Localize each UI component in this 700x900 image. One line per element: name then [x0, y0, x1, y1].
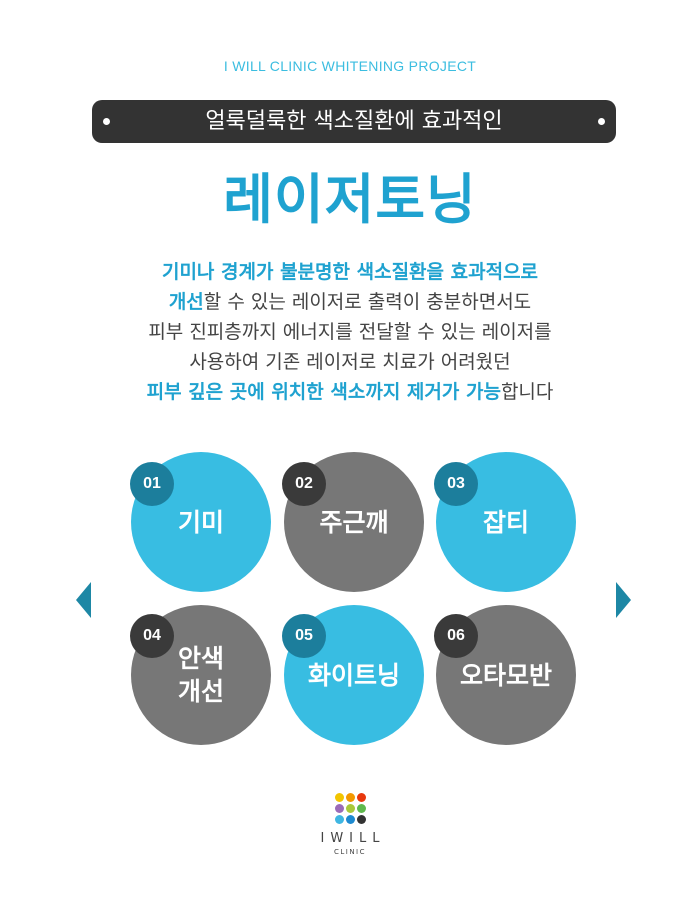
logo-dot [334, 804, 344, 813]
description: 기미나 경계가 불분명한 색소질환을 효과적으로 개선할 수 있는 레이저로 출… [0, 257, 700, 407]
pill-dot-left [103, 118, 110, 125]
desc-text-5: 합니다 [500, 381, 554, 403]
desc-highlight-5: 피부 깊은 곳에 위치한 색소까지 제거가 가능 [146, 381, 501, 403]
logo-dots-icon [334, 793, 366, 824]
desc-highlight-1: 기미나 경계가 불분명한 색소질환을 효과적으로 [161, 261, 539, 283]
desc-line-5: 피부 깊은 곳에 위치한 색소까지 제거가 가능합니다 [0, 377, 700, 407]
desc-line-2: 개선할 수 있는 레이저로 출력이 충분하면서도 [0, 287, 700, 317]
clinic-logo: IWILL CLINIC [0, 793, 700, 856]
logo-dot [345, 804, 355, 813]
project-label: I WILL CLINIC WHITENING PROJECT [223, 58, 477, 74]
pill-dot-right [598, 118, 605, 125]
circle-label-1: 기미 [177, 507, 224, 537]
next-arrow-icon[interactable] [616, 582, 631, 618]
desc-line-4: 사용하여 기존 레이저로 치료가 어려웠던 [189, 351, 511, 373]
circle-label-3: 잡티 [482, 507, 529, 537]
logo-dot [334, 815, 344, 824]
desc-line-1: 기미나 경계가 불분명한 색소질환을 효과적으로 [0, 257, 700, 287]
desc-highlight-2: 개선 [168, 291, 204, 313]
logo-sub: CLINIC [333, 848, 367, 856]
circle-label-6: 오타모반 [459, 660, 552, 690]
logo-dot [356, 815, 366, 824]
badge-4: 04 [130, 614, 174, 658]
logo-dot [356, 793, 366, 802]
prev-arrow-icon[interactable] [76, 582, 91, 618]
circle-label-2: 주근깨 [319, 507, 389, 537]
logo-dot [334, 793, 344, 802]
logo-dot [356, 804, 366, 813]
logo-dot [345, 793, 355, 802]
badge-6: 06 [434, 614, 478, 658]
subtitle-pill: 얼룩덜룩한 색소질환에 효과적인 [92, 100, 616, 143]
badge-3: 03 [434, 462, 478, 506]
logo-dot [345, 815, 355, 824]
main-title: 레이저토닝 [223, 168, 477, 231]
desc-text-2: 할 수 있는 레이저로 출력이 충분하면서도 [203, 291, 532, 313]
circle-label-4: 안색 개선 [177, 644, 224, 706]
desc-line-3: 피부 진피층까지 에너지를 전달할 수 있는 레이저를 [148, 321, 552, 343]
subtitle-text: 얼룩덜룩한 색소질환에 효과적인 [205, 109, 503, 134]
badge-2: 02 [282, 462, 326, 506]
badge-1: 01 [130, 462, 174, 506]
logo-word: IWILL [320, 831, 386, 846]
circle-label-5: 화이트닝 [307, 660, 400, 690]
badge-5: 05 [282, 614, 326, 658]
